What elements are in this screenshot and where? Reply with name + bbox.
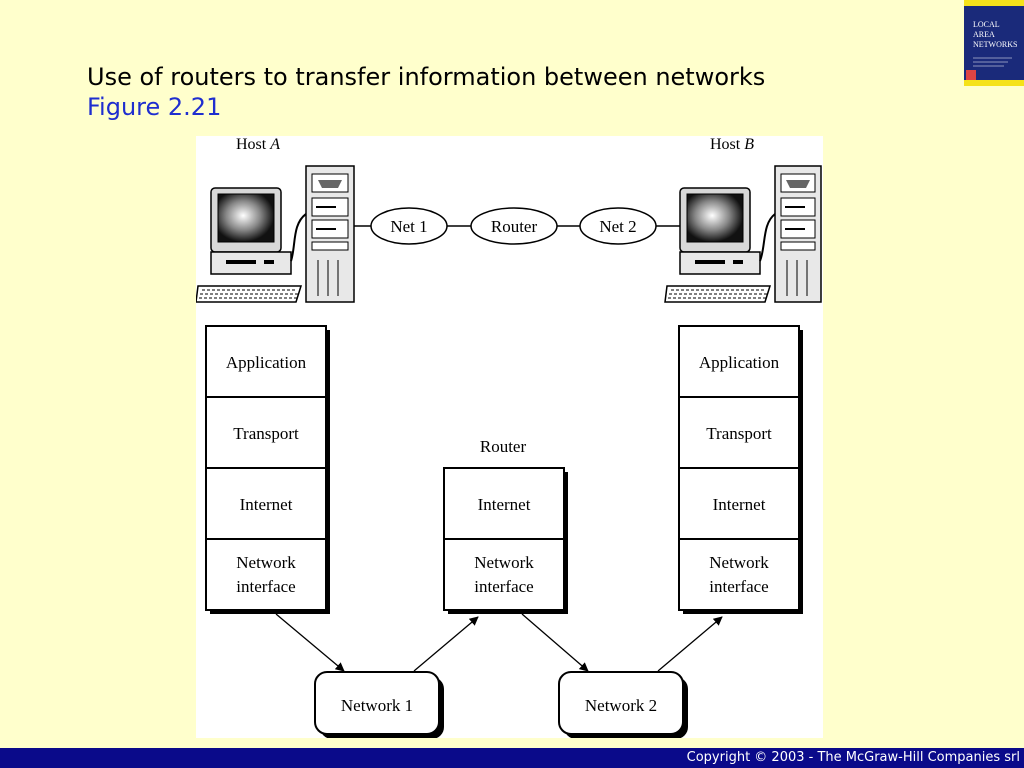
host-a-transport-layer: Transport — [233, 424, 299, 443]
arrow-router-to-network-2 — [521, 613, 589, 672]
book-title-line-2: AREA — [973, 30, 995, 39]
book-title-line-1: LOCAL — [973, 20, 1000, 29]
host-a-protocol-stack: Application Transport Internet Network i… — [205, 325, 330, 614]
router-oval-label: Router — [491, 217, 538, 236]
host-b-label: Host B — [710, 136, 754, 153]
copyright-text: Copyright © 2003 - The McGraw-Hill Compa… — [686, 750, 1020, 765]
arrow-network-2-to-host-b — [657, 616, 723, 672]
network-2-box: Network 2 — [558, 671, 688, 738]
net1-oval — [370, 207, 448, 245]
network-2-label: Network 2 — [585, 696, 657, 715]
router-protocol-stack: Internet Network interface — [443, 467, 568, 614]
host-a-label: Host A — [236, 136, 280, 153]
network-1-box: Network 1 — [314, 671, 444, 738]
net2-label: Net 2 — [599, 217, 636, 236]
book-cover-image: LOCAL AREA NETWORKS — [964, 0, 1024, 86]
router-internet-layer: Internet — [478, 495, 531, 514]
network-diagram: Host A Host B — [196, 136, 823, 738]
host-b-computer-icon — [664, 165, 822, 303]
net1-label: Net 1 — [390, 217, 427, 236]
host-b-transport-layer: Transport — [706, 424, 772, 443]
host-a-computer-icon — [196, 165, 355, 303]
host-b-application-layer: Application — [699, 353, 780, 372]
router-stack-title: Router — [480, 437, 527, 456]
host-b-network-layer-line1: Network — [709, 553, 769, 572]
footer-bar: Copyright © 2003 - The McGraw-Hill Compa… — [0, 748, 1024, 768]
host-a-network-layer-line2: interface — [236, 577, 295, 596]
figure-number: Figure 2.21 — [87, 93, 222, 121]
slide-title: Use of routers to transfer information b… — [87, 63, 766, 91]
host-a-application-layer: Application — [226, 353, 307, 372]
router-oval — [470, 207, 558, 245]
host-b-network-layer-line2: interface — [709, 577, 768, 596]
book-title-line-3: NETWORKS — [973, 40, 1017, 49]
host-b-protocol-stack: Application Transport Internet Network i… — [678, 325, 803, 614]
network-1-label: Network 1 — [341, 696, 413, 715]
net2-oval — [579, 207, 657, 245]
host-a-network-layer-line1: Network — [236, 553, 296, 572]
router-network-layer-line2: interface — [474, 577, 533, 596]
arrow-network-1-to-router — [413, 616, 479, 672]
arrow-host-a-to-network-1 — [275, 613, 345, 672]
router-network-layer-line1: Network — [474, 553, 534, 572]
host-b-internet-layer: Internet — [713, 495, 766, 514]
host-a-internet-layer: Internet — [240, 495, 293, 514]
